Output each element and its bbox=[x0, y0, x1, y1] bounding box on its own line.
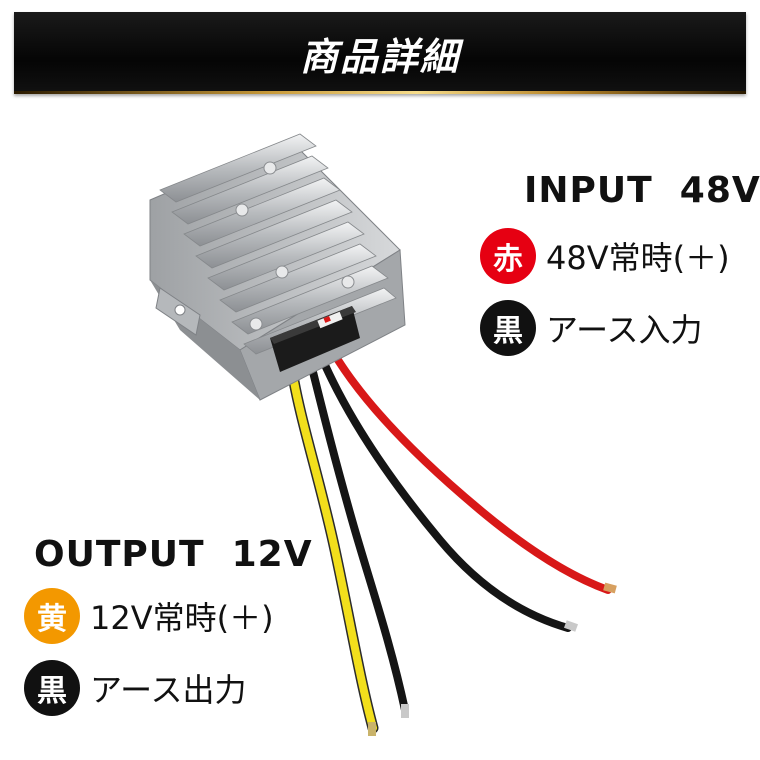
wire-tip bbox=[401, 704, 409, 718]
black-output-wire bbox=[308, 364, 409, 714]
input-red-label: 48V常時(＋) bbox=[546, 239, 730, 277]
black-input-wire bbox=[321, 361, 572, 632]
red-wire bbox=[334, 356, 612, 594]
output-black-label: アース出力 bbox=[90, 671, 247, 709]
wire-tip bbox=[563, 620, 579, 632]
input-row-black: 黒 アース入力 bbox=[480, 300, 702, 356]
converter-image bbox=[149, 133, 617, 736]
header-banner: 商品詳細 bbox=[14, 12, 746, 94]
input-heading: INPUT 48V bbox=[524, 170, 760, 211]
output-row-yellow: 黄 12V常時(＋) bbox=[24, 588, 274, 644]
input-row-red: 赤 48V常時(＋) bbox=[480, 228, 730, 284]
header-gold-line bbox=[14, 91, 746, 94]
cable-gland bbox=[270, 306, 360, 372]
black-badge: 黒 bbox=[24, 660, 80, 716]
input-black-label: アース入力 bbox=[546, 311, 703, 349]
output-row-black: 黒 アース出力 bbox=[24, 660, 246, 716]
wire-tip bbox=[368, 722, 376, 736]
output-yellow-label: 12V常時(＋) bbox=[90, 599, 274, 637]
red-badge: 赤 bbox=[480, 228, 536, 284]
wire-tip bbox=[603, 582, 617, 594]
output-heading: OUTPUT 12V bbox=[34, 534, 313, 575]
page-title: 商品詳細 bbox=[299, 34, 460, 79]
yellow-badge: 黄 bbox=[24, 588, 80, 644]
black-badge: 黒 bbox=[480, 300, 536, 356]
